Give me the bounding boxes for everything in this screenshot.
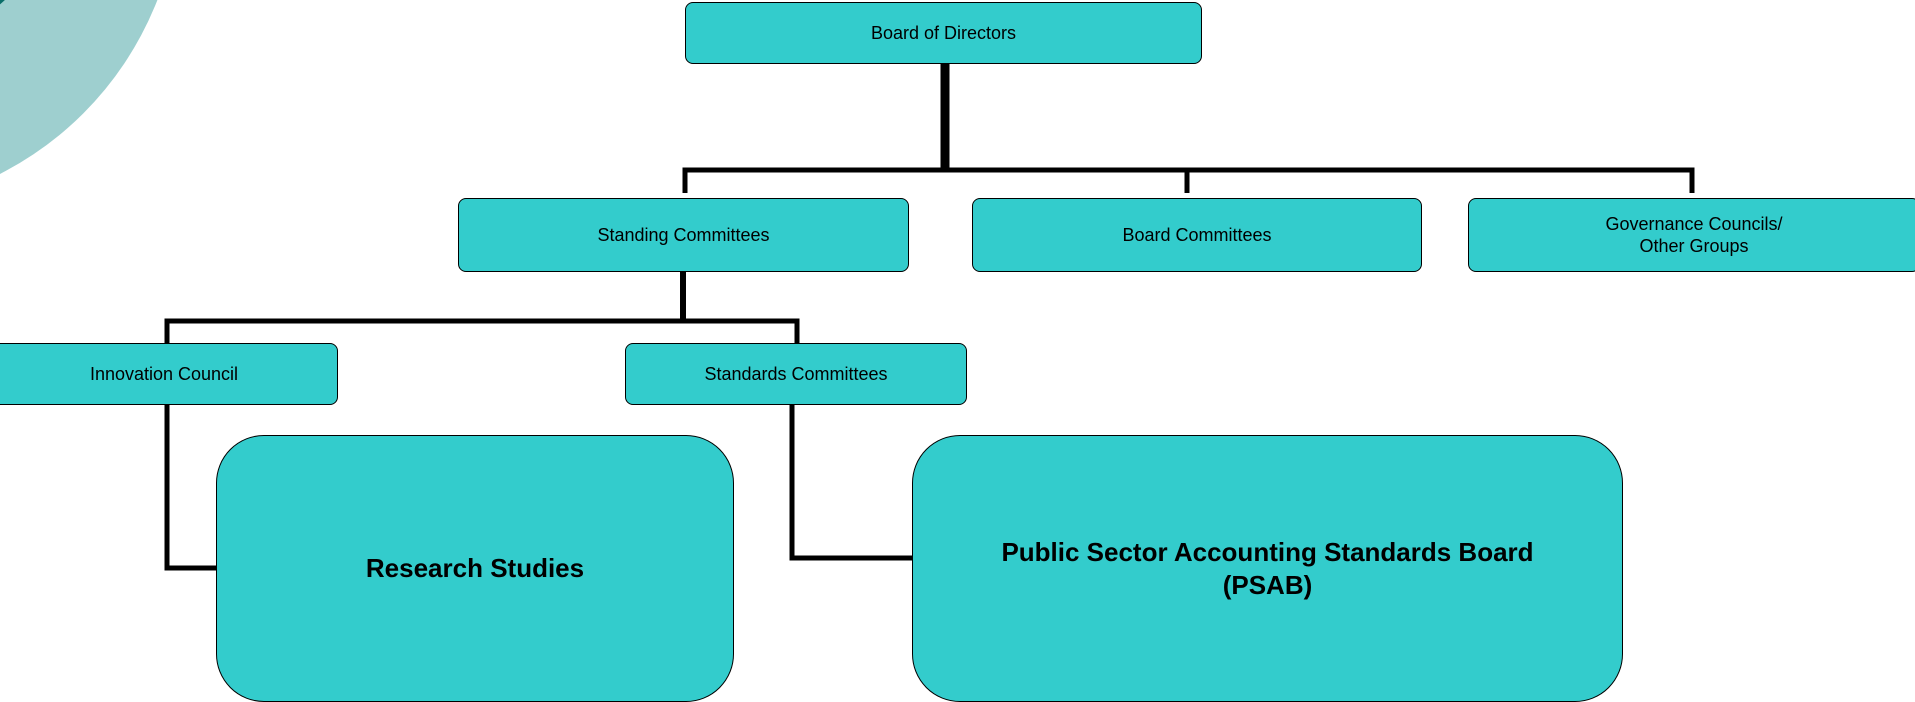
connector-standards-psab bbox=[789, 404, 914, 561]
psab-box: Public Sector Accounting Standards Board… bbox=[912, 435, 1623, 702]
connector-level2-bus bbox=[164, 318, 800, 344]
decor-inner-arc bbox=[0, 0, 5, 5]
standing-committees-box: Standing Committees bbox=[458, 198, 909, 272]
standards-committees-box: Standards Committees bbox=[625, 343, 967, 405]
research-studies-box: Research Studies bbox=[216, 435, 734, 702]
innovation-council-box: Innovation Council bbox=[0, 343, 338, 405]
board-of-directors-box: Board of Directors bbox=[685, 2, 1202, 64]
decor-outer-arc bbox=[0, 0, 158, 174]
connector-innovation-research bbox=[164, 404, 218, 571]
board-committees-box: Board Committees bbox=[972, 198, 1422, 272]
governance-councils-box: Governance Councils/ Other Groups bbox=[1468, 198, 1915, 272]
